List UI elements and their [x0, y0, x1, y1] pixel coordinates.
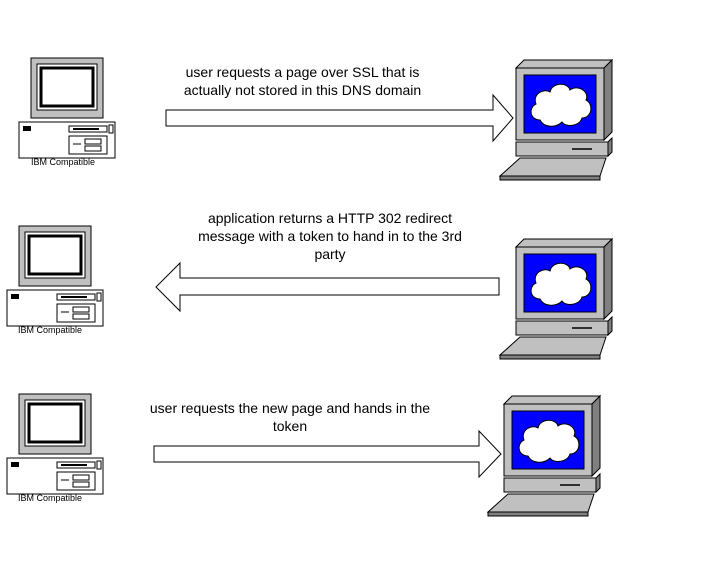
step-3-message: user requests the new page and hands in … [130, 399, 450, 435]
client-label: IBM Compatible [31, 157, 96, 167]
step-3-line-1: user requests the new page and hands in … [149, 400, 431, 416]
arrow-right-3 [153, 429, 502, 479]
client-pc-icon [5, 392, 105, 496]
step-2-line-3: party [314, 246, 346, 262]
step-1-message: user requests a page over SSL that is ac… [160, 63, 445, 99]
step-1-line-2: actually not stored in this DNS domain [183, 82, 422, 98]
arrow-right-1 [165, 93, 514, 143]
step-2-line-2: message with a token to hand in to the 3… [198, 228, 462, 244]
step-2-line-1: application returns a HTTP 302 redirect [207, 210, 453, 226]
step-3-line-2: token [272, 418, 308, 434]
client-label: IBM Compatible [18, 493, 83, 503]
server-icon [499, 59, 613, 181]
client-pc-icon [5, 224, 105, 328]
arrow-left-2 [155, 261, 500, 313]
step-1-line-1: user requests a page over SSL that is [185, 64, 420, 80]
server-icon [499, 238, 613, 360]
step-2-message: application returns a HTTP 302 redirect … [180, 209, 480, 263]
client-label: IBM Compatible [18, 325, 83, 335]
server-icon [487, 395, 601, 517]
client-pc-icon [17, 56, 117, 160]
